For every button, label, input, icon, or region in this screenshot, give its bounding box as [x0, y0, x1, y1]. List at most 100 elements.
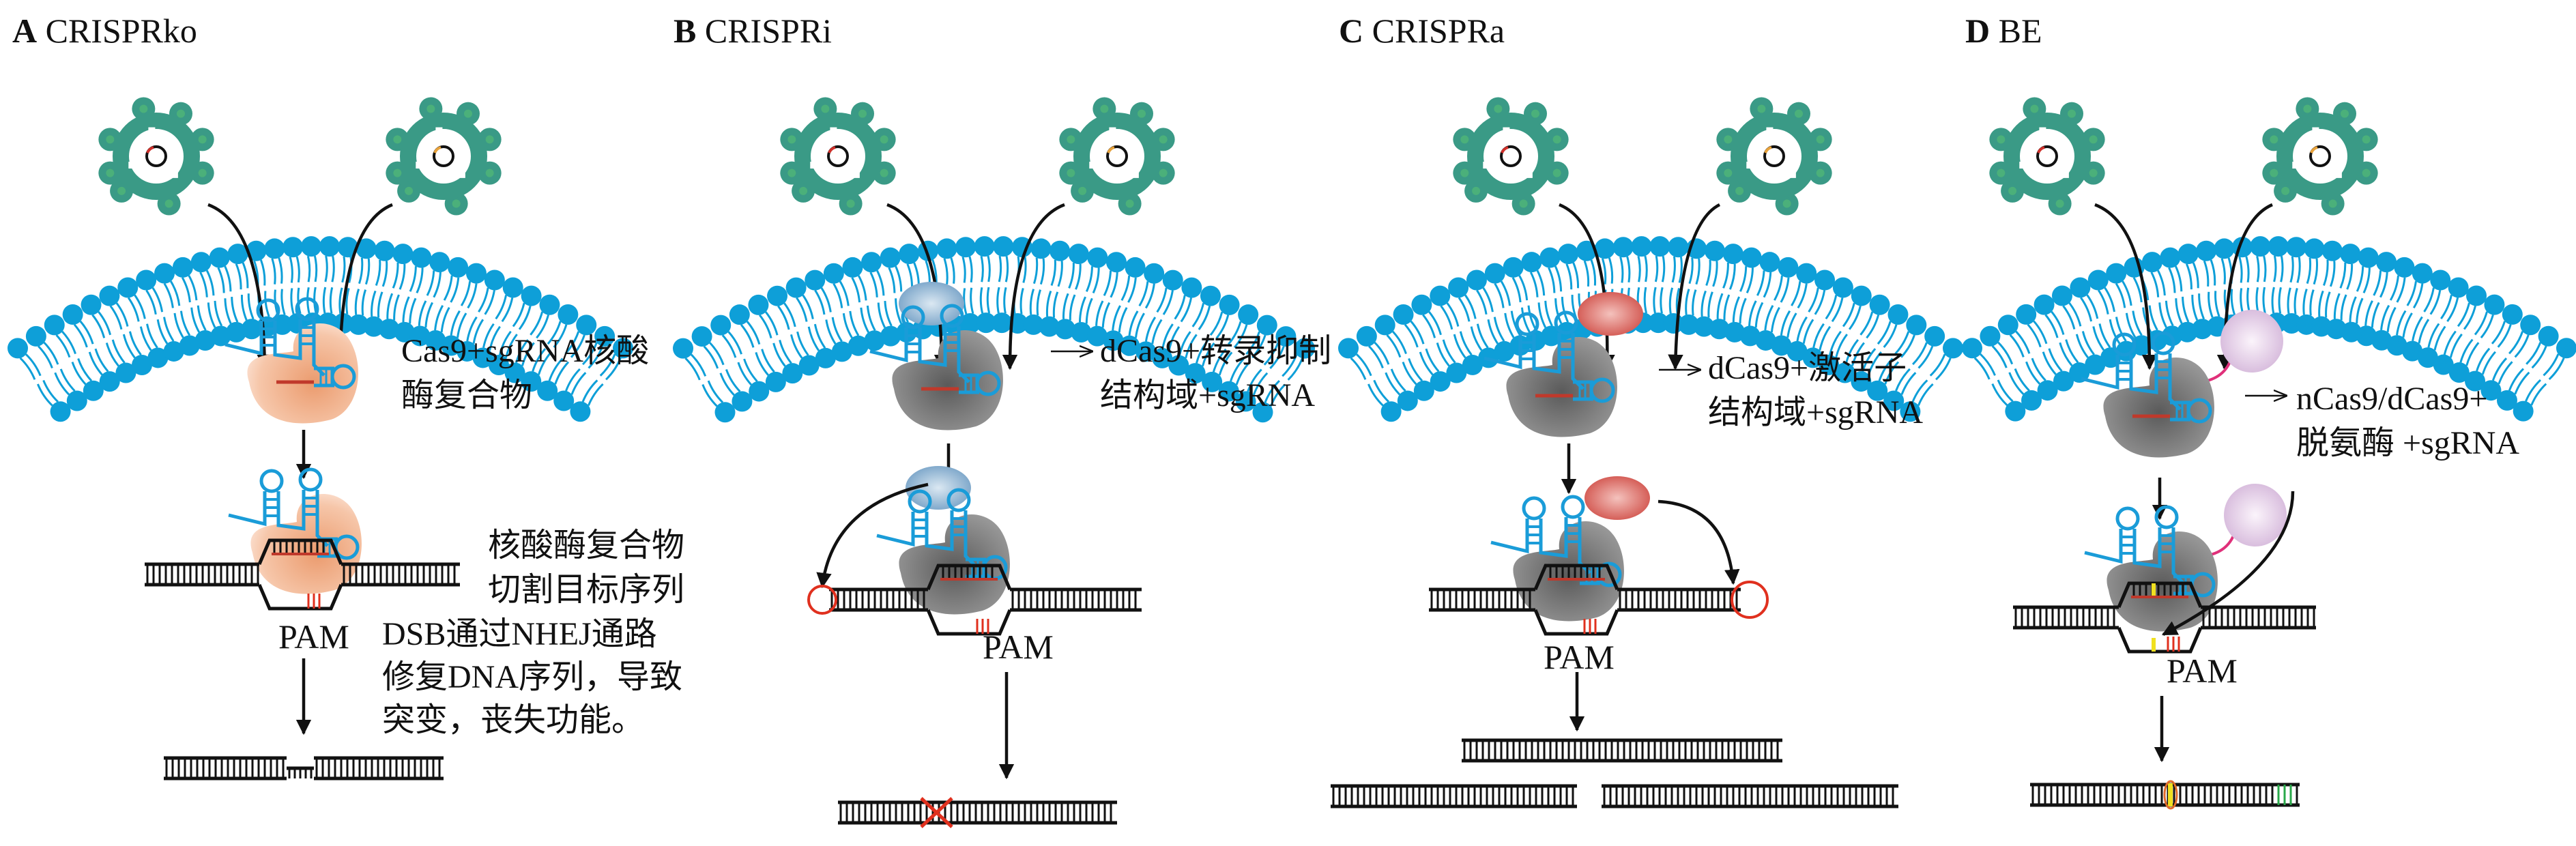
lipid-head-outer	[936, 238, 957, 259]
lipid-tail	[876, 269, 885, 296]
lipid-head-outer	[1668, 237, 1689, 258]
lipid-tail	[1529, 272, 1539, 297]
virus-spike-dot	[1552, 135, 1561, 144]
lipid-tail	[115, 302, 129, 327]
lipid-head-outer	[2412, 263, 2433, 284]
virus-capsid	[400, 113, 487, 200]
viral-vector	[98, 97, 214, 216]
lipid	[2034, 294, 2090, 383]
lipid-tail	[426, 270, 435, 296]
lipid-tail	[1355, 353, 1372, 377]
lipid-head-outer	[1612, 237, 1634, 258]
lipid-head-inner	[272, 314, 293, 335]
lipid-head-outer	[1068, 244, 1089, 265]
lipid-tail	[139, 326, 152, 351]
plasmid-icon	[2036, 145, 2058, 167]
lipid-tail	[2396, 277, 2406, 303]
lipid-tail	[341, 256, 346, 283]
cas9-sgrna-complex	[2081, 310, 2283, 458]
lipid-head-outer	[2177, 244, 2199, 265]
lipid-tail	[1003, 287, 1007, 314]
virus-spike-dot	[2281, 186, 2290, 195]
lipid-head-outer	[673, 338, 693, 359]
lipid-head-inner	[241, 319, 262, 340]
lipid-head-inner	[1430, 371, 1451, 392]
lipid-head-inner	[363, 316, 384, 337]
lipid	[955, 237, 981, 334]
lipid	[117, 277, 169, 368]
pam-label: PAM	[1544, 638, 1615, 676]
lipid-head-inner	[379, 319, 400, 340]
lipid-tail	[1561, 297, 1569, 323]
lipid-tail	[146, 323, 158, 349]
lipid-tail	[2296, 257, 2301, 283]
lipid-tail	[2508, 331, 2524, 355]
lipid	[842, 257, 885, 351]
plasmid-insert	[1501, 146, 1509, 154]
lipid-tail	[1746, 267, 1754, 294]
lipid-tail	[570, 334, 585, 358]
lipid-tail	[1269, 346, 1285, 369]
lipid	[2480, 315, 2541, 401]
sgrna-stem-pairs	[1520, 340, 1573, 360]
lipid-head-outer	[974, 236, 995, 257]
panel-letter: D	[1965, 12, 1990, 50]
lipid-tail	[399, 263, 406, 290]
transcript-dna-right	[1602, 784, 1898, 808]
lipid-tail	[354, 289, 360, 315]
lipid-head-inner	[1494, 340, 1515, 362]
lipid-head-inner	[147, 347, 169, 368]
lipid-head-outer	[1741, 247, 1762, 268]
lipid-tail	[2097, 289, 2109, 315]
lipid-head-outer	[2376, 252, 2397, 273]
lipid-tail	[1050, 259, 1056, 287]
virus-spike-dot	[139, 104, 148, 113]
capsid-notch	[171, 171, 178, 178]
lipid-head-outer	[805, 269, 826, 291]
lipid-head-outer	[1430, 285, 1451, 306]
outcome-label-line2: 修复DNA序列，导致	[382, 659, 682, 695]
lipid-tail	[2174, 265, 2183, 292]
plasmid-insert	[2310, 146, 2318, 154]
lipid-tail	[54, 372, 70, 396]
lipid-tail	[2203, 260, 2210, 287]
complex-label-line2: 结构域+sgRNA	[1100, 377, 1315, 413]
lipid-tail	[1859, 311, 1874, 336]
lipid-tail	[71, 362, 87, 385]
virus-capsid	[1731, 113, 1818, 200]
lipid-head-outer	[1558, 244, 1579, 265]
lipid-tail	[2165, 300, 2174, 327]
cas9-sgrna-complex	[876, 466, 1010, 615]
lipid-tail	[2463, 305, 2476, 330]
virus-spike-dot	[1078, 186, 1087, 195]
lipid	[729, 304, 786, 392]
virus-spike-dot	[1724, 169, 1733, 177]
lipid-tail	[1774, 275, 1783, 301]
lipid-tail	[790, 334, 803, 359]
virus-spike-dot	[2030, 104, 2039, 113]
lipid-head-outer	[502, 277, 523, 298]
lipid-tail	[278, 257, 283, 284]
lipid	[1962, 338, 2026, 422]
lipid	[348, 238, 377, 335]
lipid-head-outer	[484, 269, 505, 291]
lipid-head-outer	[1814, 269, 1836, 291]
lipid-tail	[1510, 310, 1521, 336]
panel-name: CRISPRa	[1372, 12, 1505, 50]
lipid-tail	[280, 289, 286, 315]
lipid-tail	[2530, 383, 2547, 406]
lipid-head-inner	[1446, 362, 1467, 383]
lipid	[1411, 294, 1467, 383]
lipid-tail	[2481, 351, 2496, 375]
capsid-notch	[148, 127, 156, 134]
lipid-head-inner	[1235, 391, 1256, 412]
lipid-tail	[1748, 300, 1757, 326]
lipid	[767, 285, 820, 376]
lipid-tail	[869, 272, 878, 297]
lipid-head-outer	[154, 263, 175, 284]
lipid-head-outer	[1050, 240, 1071, 261]
plasmid-insert	[828, 146, 836, 154]
lipid-tail	[1004, 255, 1009, 282]
lipid-tail	[796, 331, 809, 356]
lipid-tail	[2386, 306, 2397, 333]
